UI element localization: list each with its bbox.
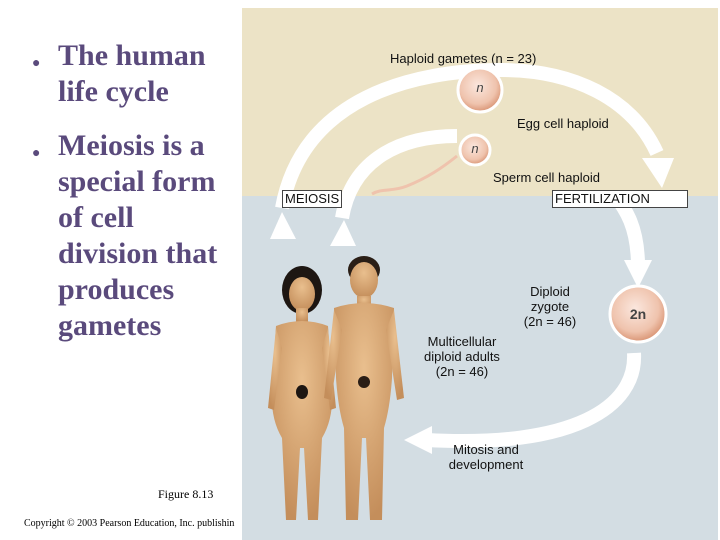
haploid-gametes-label: Haploid gametes (n = 23) [390,51,537,66]
bullet-life-cycle: ● The human life cycle [28,38,238,110]
sperm-cell-label: Sperm cell haploid [493,170,600,185]
mitosis-line-2: development [448,457,524,472]
gamete-outer-arrow [275,62,664,210]
sperm-symbol: n [471,141,479,156]
adults-line-1: Multicellular [427,334,497,349]
bullet-dot-icon: ● [32,146,41,161]
life-cycle-figure: n n 2n Haploid gametes (n = 23) Egg cell… [242,8,718,540]
bullet-text: The human life cycle [58,39,206,108]
adults-label: Multicellular diploid adults (2n = 46) [410,334,514,379]
zygote-label: Diploid zygote (2n = 46) [510,284,590,329]
zygote-line-3: (2n = 46) [523,314,577,329]
mitosis-arrow [426,352,642,448]
mitosis-label: Mitosis and development [438,442,534,472]
gamete-inner-arrow [335,129,458,220]
zygote-line-1: Diploid [530,284,570,299]
sperm-cell-icon [458,133,492,167]
egg-cell-label: Egg cell haploid [517,116,609,131]
bullet-list: ● The human life cycle ● Meiosis is a sp… [28,38,238,362]
mitosis-line-1: Mitosis and [453,442,519,457]
fertilization-label: FERTILIZATION [552,190,688,208]
zygote-cell-icon [608,284,668,344]
outer-arrowhead-icon [642,158,674,188]
meiosis-right-arrowhead-icon [330,220,356,246]
mitosis-arrowhead-icon [404,426,432,454]
bullet-dot-icon: ● [32,56,41,71]
zygote-line-2: zygote [530,299,570,314]
egg-cell-icon [456,66,504,114]
copyright-notice: Copyright © 2003 Pearson Education, Inc.… [24,518,235,529]
adults-line-3: (2n = 46) [435,364,489,379]
egg-symbol: n [476,80,484,95]
adults-line-2: diploid adults [424,349,500,364]
zygote-symbol: 2n [629,306,647,322]
male-figure [324,256,404,520]
meiosis-label: MEIOSIS [282,190,343,208]
sperm-tail [371,154,458,196]
bullet-meiosis: ● Meiosis is a special form of cell divi… [28,128,238,344]
figure-caption: Figure 8.13 [158,487,214,501]
fertilization-arrowhead-icon [624,260,652,288]
bullet-text: Meiosis is a special form of cell divisi… [58,129,218,342]
meiosis-left-arrowhead-icon [270,212,296,239]
